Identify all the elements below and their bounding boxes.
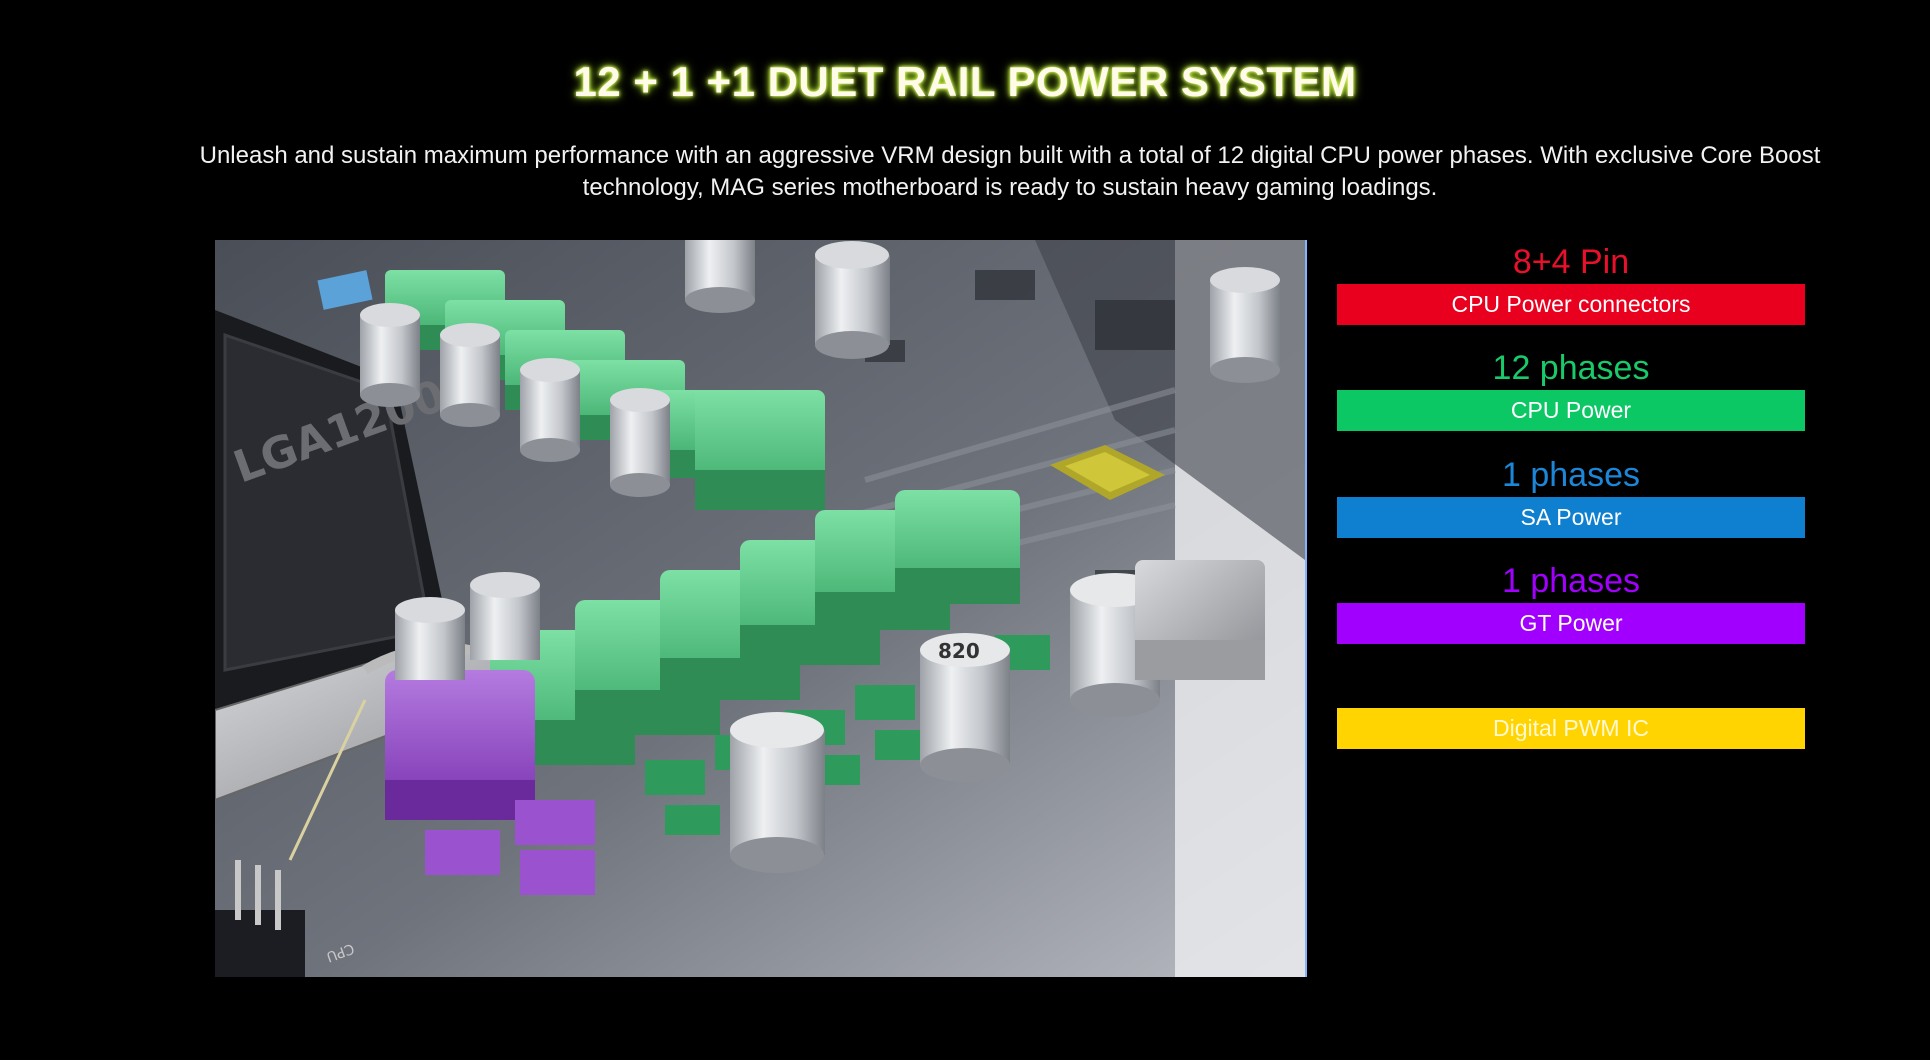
motherboard-illustration: LGA1200 [215,240,1305,977]
legend-label: CPU Power [1337,390,1805,431]
legend-label: CPU Power connectors [1337,284,1805,325]
legend-item-pwm-ic: Digital PWM IC [1337,708,1805,749]
legend-item-cpu-power: 12 phases CPU Power [1337,346,1805,431]
legend-value: 1 phases [1502,562,1640,600]
legend-item-sa-power: 1 phases SA Power [1337,453,1805,538]
legend-label: SA Power [1337,497,1805,538]
page-description: Unleash and sustain maximum performance … [199,142,1821,201]
capacitors: 820 [360,240,1280,873]
motherboard-vrm-image: LGA1200 [215,240,1307,977]
pwm-ic-highlight [1050,445,1165,500]
capacitor-label: 820 [938,639,980,663]
legend-value: 12 phases [1492,349,1650,387]
gt-power-choke [385,670,595,895]
legend-label: Digital PWM IC [1337,708,1805,749]
page-title: 12 + 1 +1 DUET RAIL POWER SYSTEM [573,58,1357,105]
legend-value: 8+4 Pin [1512,243,1630,281]
legend-item-gt-power: 1 phases GT Power [1337,559,1805,644]
header-pins [215,860,305,977]
legend-value: 1 phases [1502,456,1640,494]
legend-item-cpu-connectors: 8+4 Pin CPU Power connectors [1337,240,1805,325]
legend-label: GT Power [1337,603,1805,644]
